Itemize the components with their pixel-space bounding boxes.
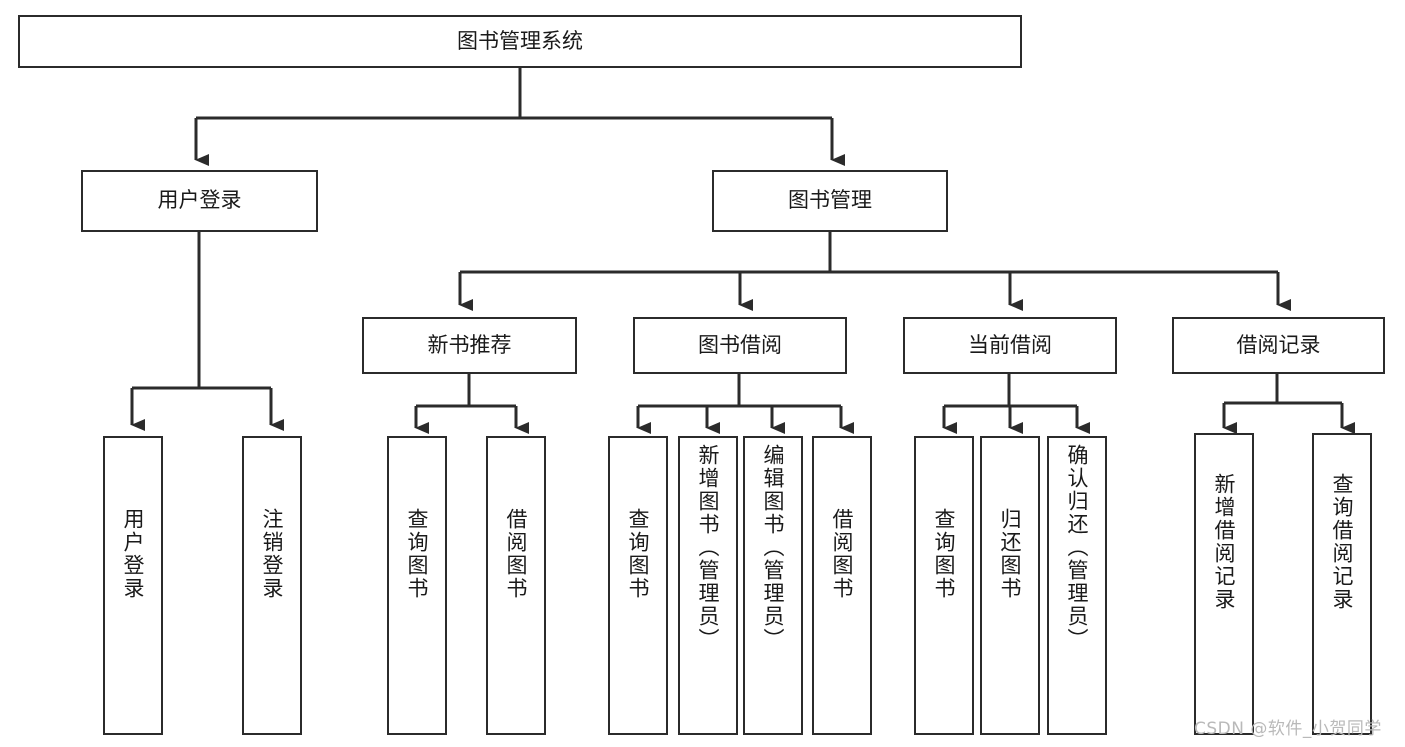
node-new-book-rec[interactable]: 新书推荐	[362, 317, 577, 374]
node-leaf-user-login-label: 用户登录	[121, 508, 146, 600]
node-root[interactable]: 图书管理系统	[18, 15, 1022, 68]
node-leaf-query-book-3-label: 查询图书	[932, 508, 957, 600]
node-leaf-borrow-book-1[interactable]: 借阅图书	[486, 436, 546, 735]
node-leaf-borrow-book-2-label: 借阅图书	[830, 508, 855, 600]
node-leaf-query-book-1[interactable]: 查询图书	[387, 436, 447, 735]
node-leaf-add-book-label: 新增图书（管理员）	[696, 444, 721, 651]
node-leaf-return-book-label: 归还图书	[998, 508, 1023, 600]
node-book-borrow-label: 图书借阅	[698, 332, 782, 357]
node-new-book-rec-label: 新书推荐	[427, 332, 512, 357]
node-leaf-confirm-return-label: 确认归还（管理员）	[1065, 444, 1090, 651]
node-user-login[interactable]: 用户登录	[81, 170, 318, 232]
node-leaf-return-book[interactable]: 归还图书	[980, 436, 1040, 735]
node-leaf-query-record[interactable]: 查询借阅记录	[1312, 433, 1372, 735]
node-current-borrow-label: 当前借阅	[968, 332, 1052, 357]
node-current-borrow[interactable]: 当前借阅	[903, 317, 1117, 374]
node-root-label: 图书管理系统	[457, 28, 583, 53]
node-leaf-borrow-book-1-label: 借阅图书	[504, 508, 529, 600]
node-leaf-query-book-2-label: 查询图书	[626, 508, 651, 600]
node-leaf-query-book-2[interactable]: 查询图书	[608, 436, 668, 735]
node-leaf-add-record[interactable]: 新增借阅记录	[1194, 433, 1254, 735]
node-leaf-query-book-3[interactable]: 查询图书	[914, 436, 974, 735]
node-leaf-query-record-label: 查询借阅记录	[1330, 473, 1355, 611]
node-borrow-record[interactable]: 借阅记录	[1172, 317, 1385, 374]
node-leaf-user-login[interactable]: 用户登录	[103, 436, 163, 735]
node-borrow-record-label: 借阅记录	[1236, 332, 1321, 357]
node-leaf-logout-login-label: 注销登录	[260, 508, 285, 600]
node-book-manage-label: 图书管理	[788, 188, 872, 213]
node-leaf-borrow-book-2[interactable]: 借阅图书	[812, 436, 872, 735]
node-leaf-logout-login[interactable]: 注销登录	[242, 436, 302, 735]
node-book-manage[interactable]: 图书管理	[712, 170, 948, 232]
node-leaf-edit-book-label: 编辑图书（管理员）	[761, 444, 786, 651]
csdn-watermark: CSDN @软件_小贺同学	[1194, 719, 1382, 739]
node-leaf-query-book-1-label: 查询图书	[405, 508, 430, 600]
node-book-borrow[interactable]: 图书借阅	[633, 317, 847, 374]
node-leaf-add-record-label: 新增借阅记录	[1212, 473, 1237, 611]
node-leaf-edit-book[interactable]: 编辑图书（管理员）	[743, 436, 803, 735]
node-user-login-label: 用户登录	[157, 188, 242, 213]
node-leaf-add-book[interactable]: 新增图书（管理员）	[678, 436, 738, 735]
node-leaf-confirm-return[interactable]: 确认归还（管理员）	[1047, 436, 1107, 735]
